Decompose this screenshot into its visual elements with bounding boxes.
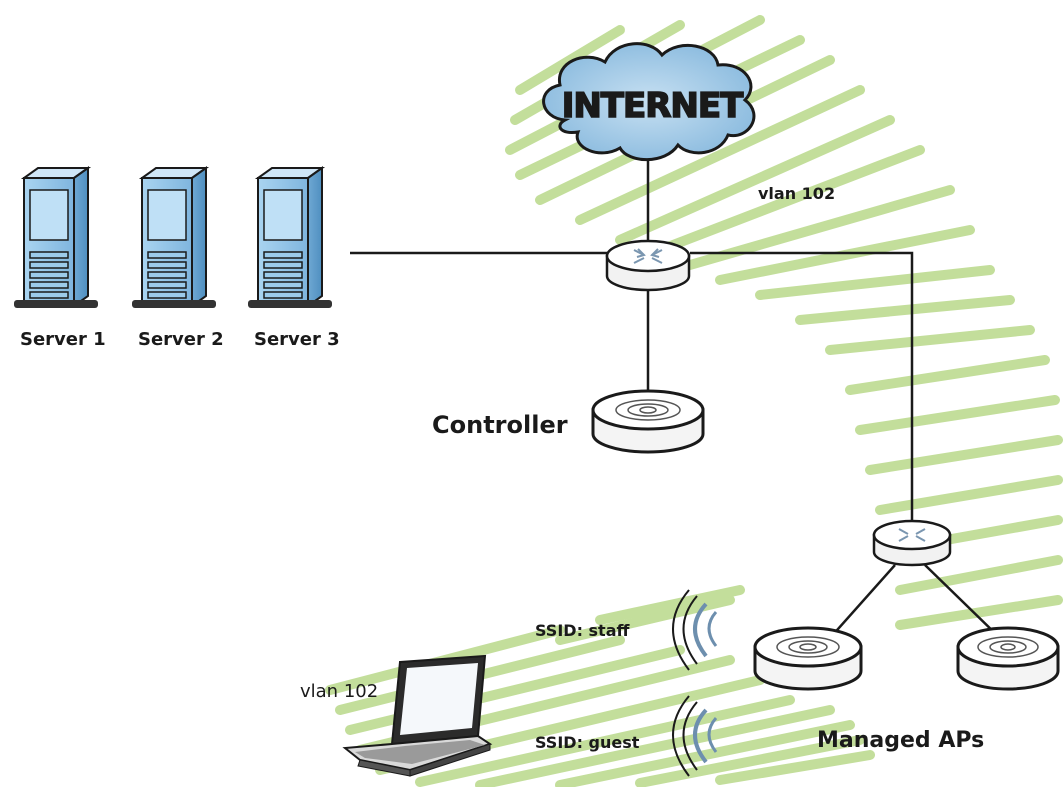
cloud-icon [542, 42, 756, 162]
ssid-staff-label: SSID: staff [535, 621, 631, 640]
managed-ap-2 [956, 626, 1060, 691]
laptop-icon [342, 654, 493, 777]
managed-ap-1 [753, 626, 863, 691]
switch-icon-2 [872, 519, 952, 567]
controller-access-point [591, 389, 705, 454]
access-point-icon [753, 626, 863, 691]
internet-label: INTERNET [562, 86, 744, 126]
connection-lines [350, 160, 1001, 639]
controller-label: Controller [432, 411, 568, 439]
wifi-signal-icon-2 [672, 695, 718, 777]
internet-cloud: INTERNET [542, 42, 756, 162]
wifi-signal-icon [672, 589, 718, 671]
switch-icon [605, 239, 691, 292]
ssid-guest-label: SSID: guest [535, 733, 640, 752]
server-icon [132, 166, 216, 308]
server-2-label: Server 2 [138, 329, 224, 350]
server-icon [14, 166, 98, 308]
server-1 [14, 166, 98, 308]
access-point-icon [591, 389, 705, 454]
laptop-vlan-label: vlan 102 [300, 681, 378, 702]
access-point-icon [956, 626, 1060, 691]
managed-aps-label: Managed APs [817, 728, 984, 753]
vlan-top-label: vlan 102 [758, 184, 835, 203]
server-1-label: Server 1 [20, 329, 106, 350]
server-icon [248, 166, 332, 308]
server-3-label: Server 3 [254, 329, 340, 350]
server-2 [132, 166, 216, 308]
server-3 [248, 166, 332, 308]
